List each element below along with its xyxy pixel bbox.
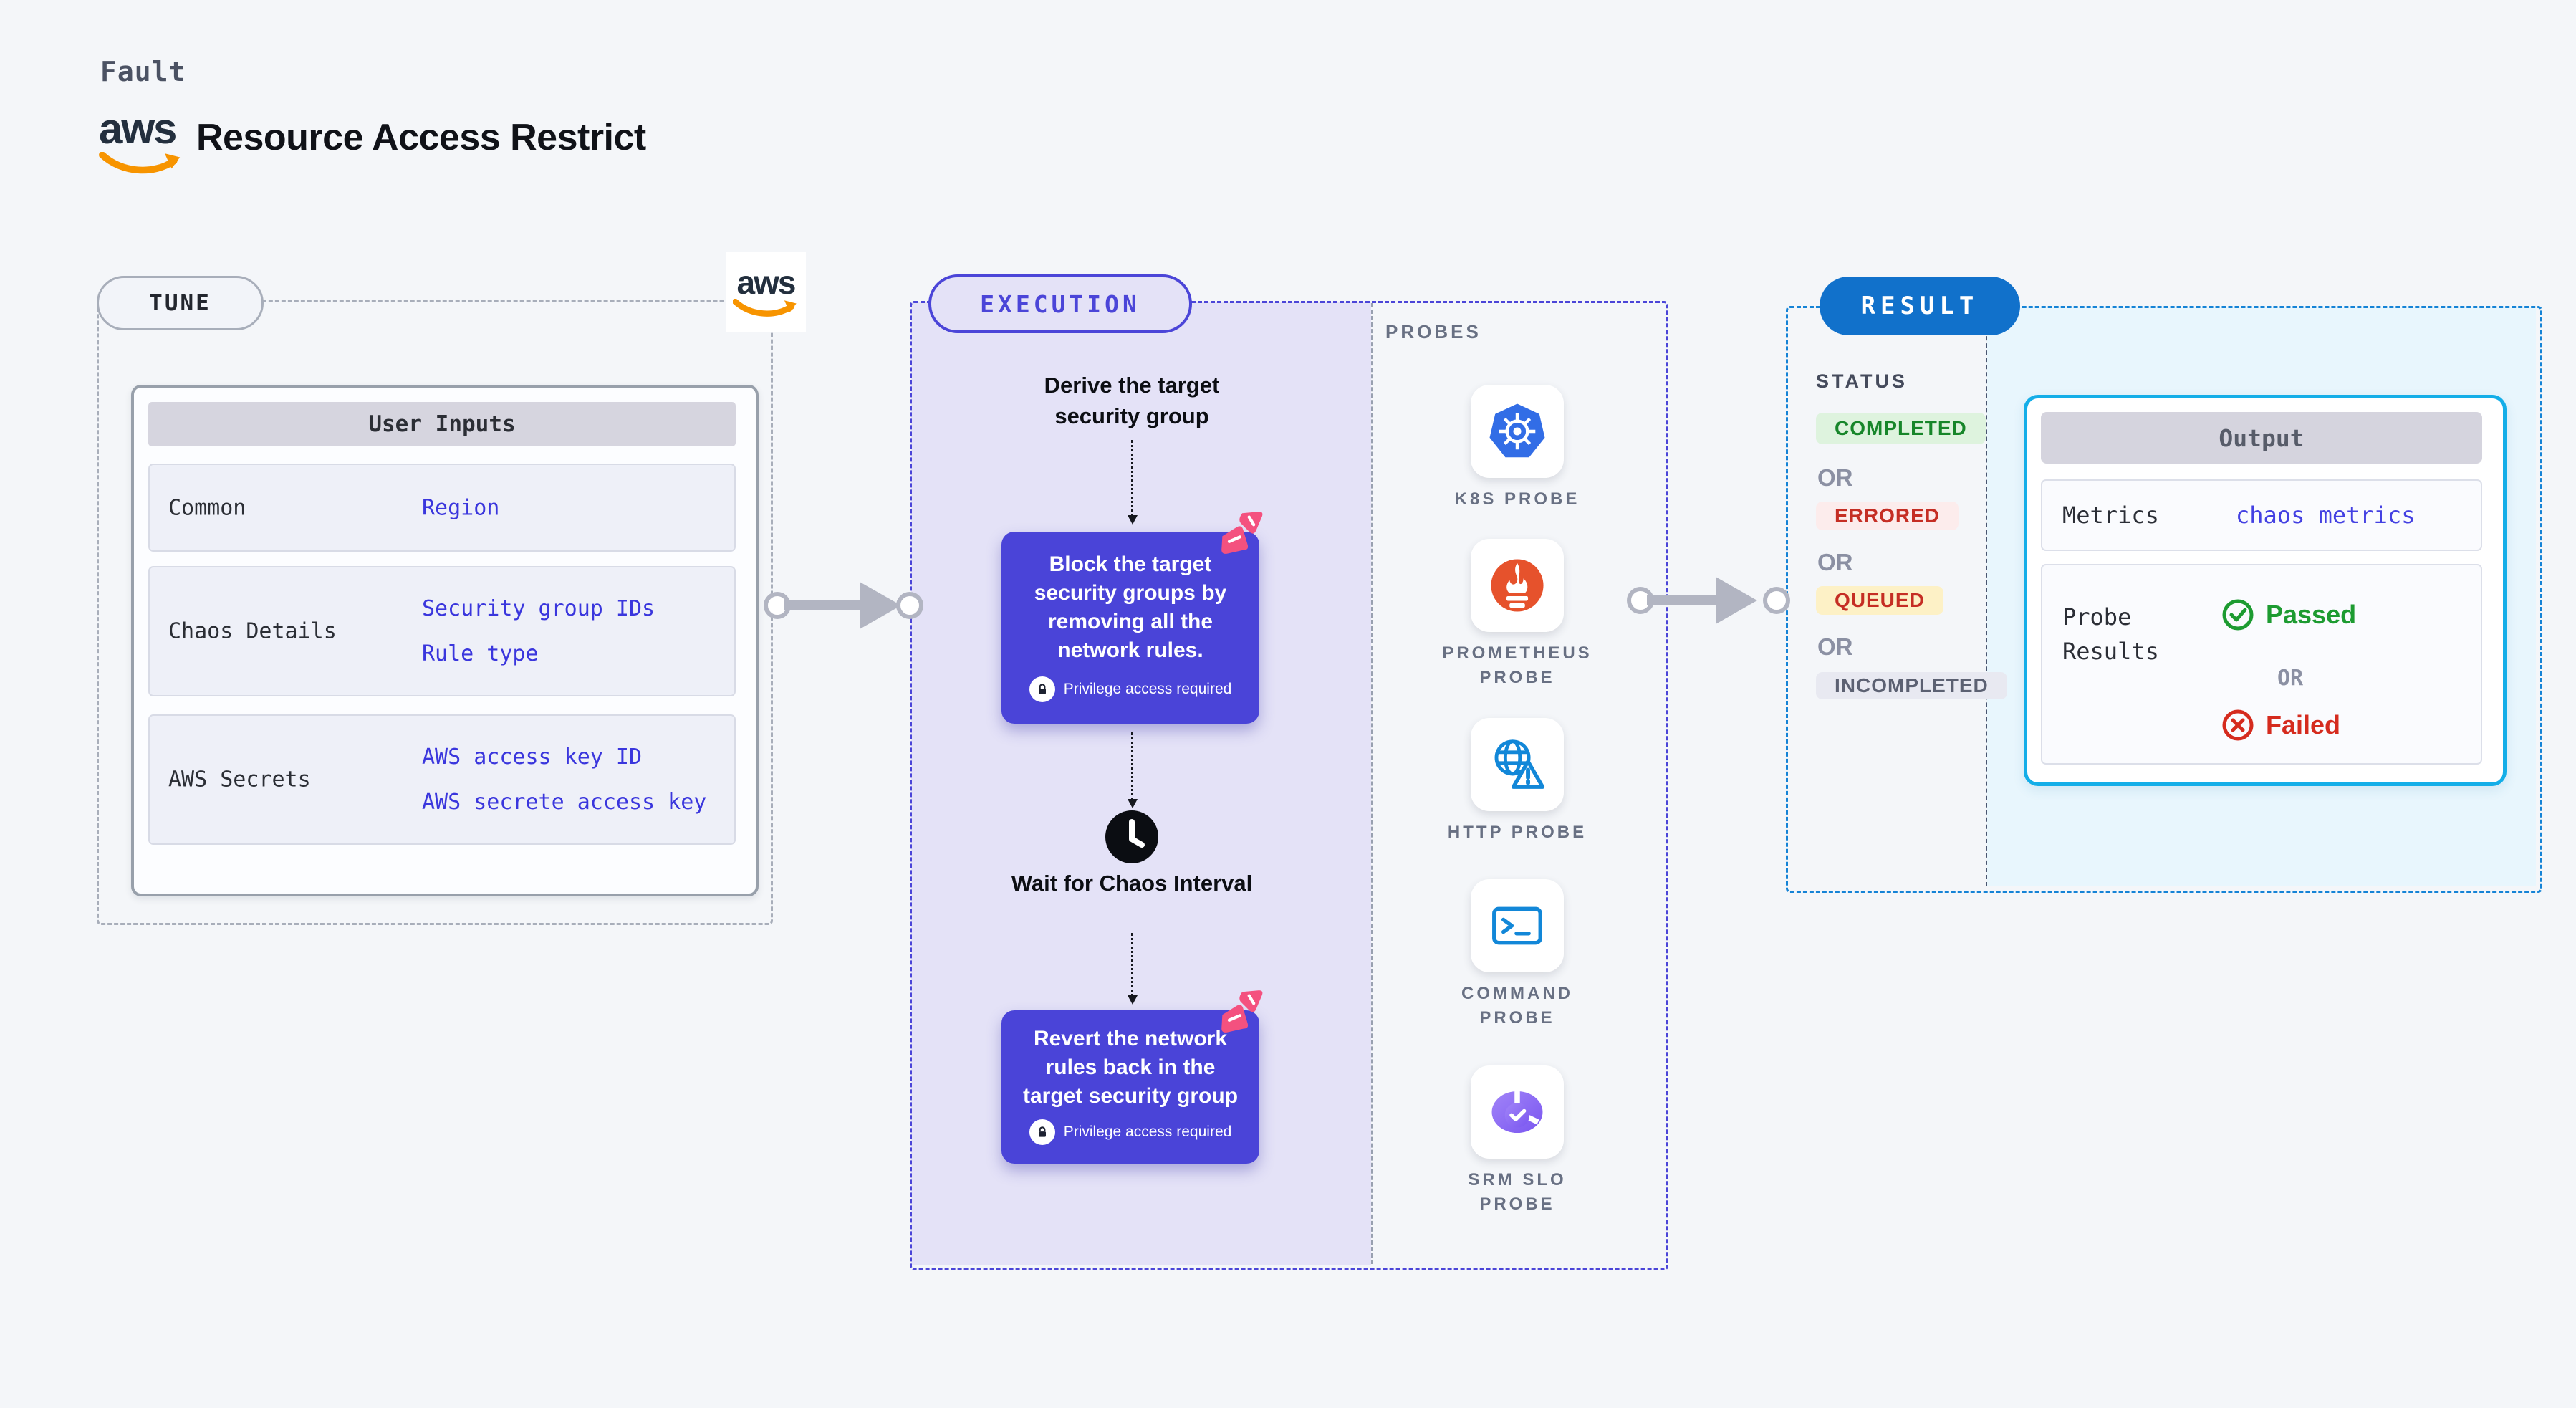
user-inputs-row-aws-secrets: AWS Secrets AWS access key ID AWS secret… — [148, 714, 736, 845]
or-separator: OR — [1817, 633, 1853, 660]
block-step-text: Block the target security groups by remo… — [1034, 552, 1227, 662]
row-value: AWS secrete access key — [422, 790, 707, 815]
page-title: Resource Access Restrict — [196, 117, 646, 158]
row-value: Rule type — [422, 641, 539, 666]
x-circle-icon — [2222, 709, 2254, 741]
flow-connector — [1128, 732, 1138, 808]
output-row-metrics: Metrics chaos metrics — [2041, 479, 2482, 551]
chaos-pin-icon — [1221, 512, 1263, 554]
output-row-probe-results: Probe Results Passed OR Failed — [2041, 564, 2482, 765]
probe-label: PROMETHEUS PROBE — [1442, 643, 1592, 688]
execution-section-badge: EXECUTION — [928, 274, 1192, 333]
row-value: AWS access key ID — [422, 744, 643, 770]
passed-label: Passed — [2266, 600, 2357, 629]
probe-label: HTTP PROBE — [1447, 823, 1587, 842]
probe-tile-http — [1471, 718, 1564, 811]
probe-label: SRM SLO PROBE — [1468, 1170, 1567, 1215]
probe-label: K8S PROBE — [1454, 489, 1580, 509]
probe-label: COMMAND PROBE — [1461, 984, 1573, 1028]
status-badge-incompleted: INCOMPLETED — [1816, 672, 2007, 699]
user-inputs-header: User Inputs — [148, 402, 736, 446]
derive-step-label: Derive the target security group — [1044, 373, 1220, 428]
row-label: Chaos Details — [168, 618, 337, 644]
probe-results-label: Probe Results — [2062, 603, 2159, 665]
status-badge-queued: QUEUED — [1816, 586, 1943, 615]
or-separator: OR — [1817, 464, 1853, 491]
probes-divider — [1371, 303, 1373, 1264]
probe-tile-k8s — [1471, 385, 1564, 478]
probe-result-passed: Passed — [2221, 598, 2356, 631]
aws-smile-icon — [99, 151, 181, 174]
row-value: Security group IDs — [422, 596, 655, 621]
probe-tile-command — [1471, 879, 1564, 972]
privilege-note: Privilege access required — [1063, 680, 1232, 697]
revert-step-card: Revert the network rules back in the tar… — [1001, 1010, 1259, 1164]
failed-label: Failed — [2266, 710, 2341, 739]
fault-kicker: Fault — [100, 56, 186, 87]
status-badge-errored: ERRORED — [1816, 502, 1959, 530]
probe-tile-srm-slo — [1471, 1065, 1564, 1159]
aws-logo-text: aws — [99, 105, 177, 153]
http-globe-warning-icon — [1494, 739, 1545, 789]
or-separator: OR — [2277, 666, 2304, 691]
metrics-value: chaos metrics — [2236, 502, 2416, 529]
metrics-label: Metrics — [2062, 502, 2159, 529]
row-value: Region — [422, 495, 500, 520]
probes-column-label: PROBES — [1385, 321, 1481, 343]
user-inputs-row-common: Common Region — [148, 464, 736, 552]
chaos-pin-icon — [1221, 990, 1263, 1033]
flow-connector — [1128, 440, 1138, 525]
or-separator: OR — [1817, 549, 1853, 575]
aws-corner-logo: aws — [726, 252, 806, 332]
revert-step-text: Revert the network rules back in the tar… — [1022, 1027, 1239, 1108]
tune-section-badge: TUNE — [97, 276, 264, 330]
result-section-badge: RESULT — [1820, 277, 2020, 335]
aws-smile-icon — [733, 299, 797, 317]
lock-icon — [1029, 1119, 1055, 1145]
status-column-label: STATUS — [1816, 370, 1908, 392]
slo-gauge-icon — [1491, 1090, 1543, 1134]
row-label: AWS Secrets — [168, 767, 311, 792]
check-circle-icon — [2222, 599, 2254, 631]
kubernetes-icon — [1489, 403, 1545, 458]
wait-step-label: Wait for Chaos Interval — [1011, 871, 1253, 896]
aws-logo: aws — [99, 107, 183, 179]
user-inputs-row-chaos-details: Chaos Details Security group IDs Rule ty… — [148, 566, 736, 696]
block-step-card: Block the target security groups by remo… — [1001, 532, 1259, 724]
lock-icon — [1029, 676, 1055, 702]
status-badge-completed: COMPLETED — [1816, 413, 1986, 444]
row-label: Common — [168, 495, 246, 520]
result-divider — [1986, 307, 1987, 886]
flow-connector — [1128, 933, 1138, 1005]
privilege-note: Privilege access required — [1063, 1123, 1232, 1140]
prometheus-icon — [1491, 559, 1544, 612]
probe-tile-prometheus — [1471, 539, 1564, 632]
terminal-icon — [1492, 906, 1542, 945]
probe-result-failed: Failed — [2221, 709, 2340, 742]
execution-section-frame — [910, 301, 1668, 1270]
aws-logo-text: aws — [736, 264, 797, 301]
clock-icon — [1105, 810, 1158, 863]
output-header: Output — [2041, 412, 2482, 464]
